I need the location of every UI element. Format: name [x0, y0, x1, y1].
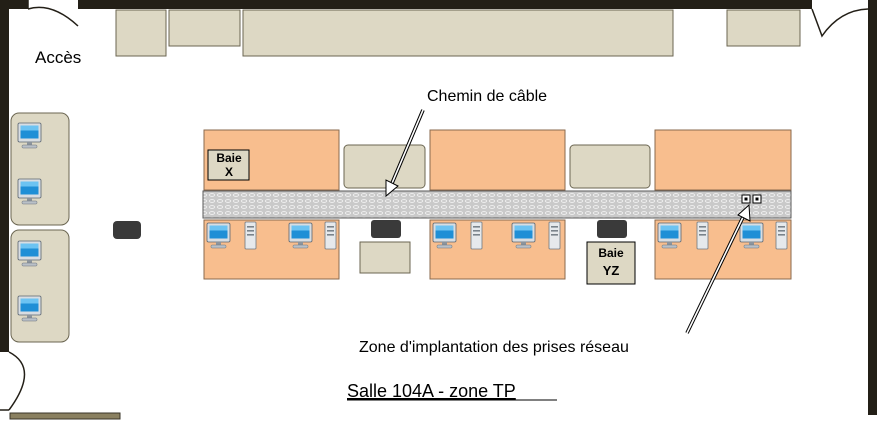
network-zone-label: Zone d'implantation des prises réseau — [359, 339, 629, 356]
door-icon — [27, 0, 79, 27]
cable-path-arrow — [385, 109, 425, 198]
wall-bottom-segment — [9, 412, 121, 420]
access-label: Accès — [35, 48, 81, 67]
rack-x: Baie X — [207, 149, 250, 181]
cable-tray — [202, 190, 792, 219]
rack-x-label: Baie — [216, 151, 242, 165]
rack-yz-label: Baie — [598, 246, 624, 260]
rack-yz: Baie YZ — [586, 241, 636, 285]
network-socket-icon — [741, 194, 762, 204]
rack-x-id: X — [225, 165, 233, 179]
room-title: Salle 104A - zone TP — [347, 381, 516, 401]
small-furniture — [359, 241, 411, 274]
screen-block — [597, 220, 627, 238]
wall-right — [868, 0, 877, 415]
wall-left — [0, 0, 9, 352]
tables-bottom-row — [203, 219, 792, 280]
projector — [113, 221, 141, 239]
network-zone-arrow — [685, 203, 751, 334]
door-icon — [0, 351, 26, 411]
door-icon — [811, 0, 869, 38]
left-workstation-block — [10, 112, 70, 343]
rack-yz-id: YZ — [603, 263, 620, 278]
wall-top — [0, 0, 877, 9]
cable-path-label: Chemin de câble — [427, 88, 547, 105]
tables-top-row — [203, 129, 792, 191]
top-furniture — [115, 9, 801, 57]
screen-block — [371, 220, 401, 238]
